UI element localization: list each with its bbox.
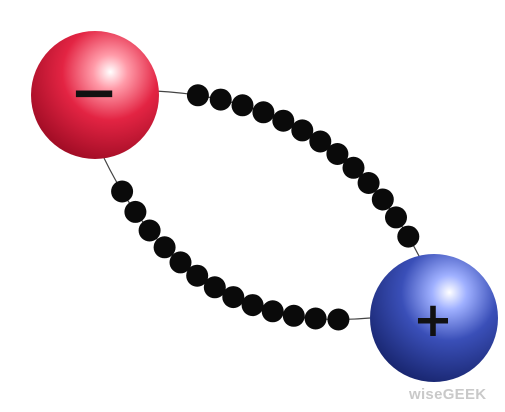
upper-chain-bead-4 <box>252 101 274 123</box>
upper-chain-bead-3 <box>232 94 254 116</box>
upper-chain-bead-12 <box>385 206 407 228</box>
lower-chain-bead-13 <box>327 309 349 331</box>
positive-terminal: + <box>370 254 498 382</box>
connecting-wires <box>104 91 420 319</box>
upper-electron-chain <box>187 84 419 247</box>
upper-chain-bead-2 <box>210 89 232 111</box>
upper-chain-bead-5 <box>272 110 294 132</box>
lower-electron-chain <box>111 181 349 331</box>
lower-chain-bead-3 <box>139 220 161 242</box>
lower-chain-bead-11 <box>283 305 305 327</box>
upper-chain-bead-1 <box>187 84 209 106</box>
lower-chain-bead-1 <box>111 181 133 203</box>
upper-chain-bead-11 <box>372 189 394 211</box>
lower-chain-bead-7 <box>204 276 226 298</box>
upper-chain-bead-13 <box>397 226 419 248</box>
lower-chain-bead-12 <box>305 308 327 330</box>
watermark-text: wiseGEEK <box>408 386 486 403</box>
positive-sign: + <box>413 292 453 348</box>
negative-sign: − <box>70 58 119 126</box>
lower-chain-bead-10 <box>262 300 284 322</box>
lower-chain-bead-2 <box>124 201 146 223</box>
lower-chain-bead-4 <box>154 236 176 258</box>
negative-terminal: − <box>31 31 159 159</box>
lower-chain-bead-8 <box>222 286 244 308</box>
lower-chain-bead-9 <box>242 294 264 316</box>
